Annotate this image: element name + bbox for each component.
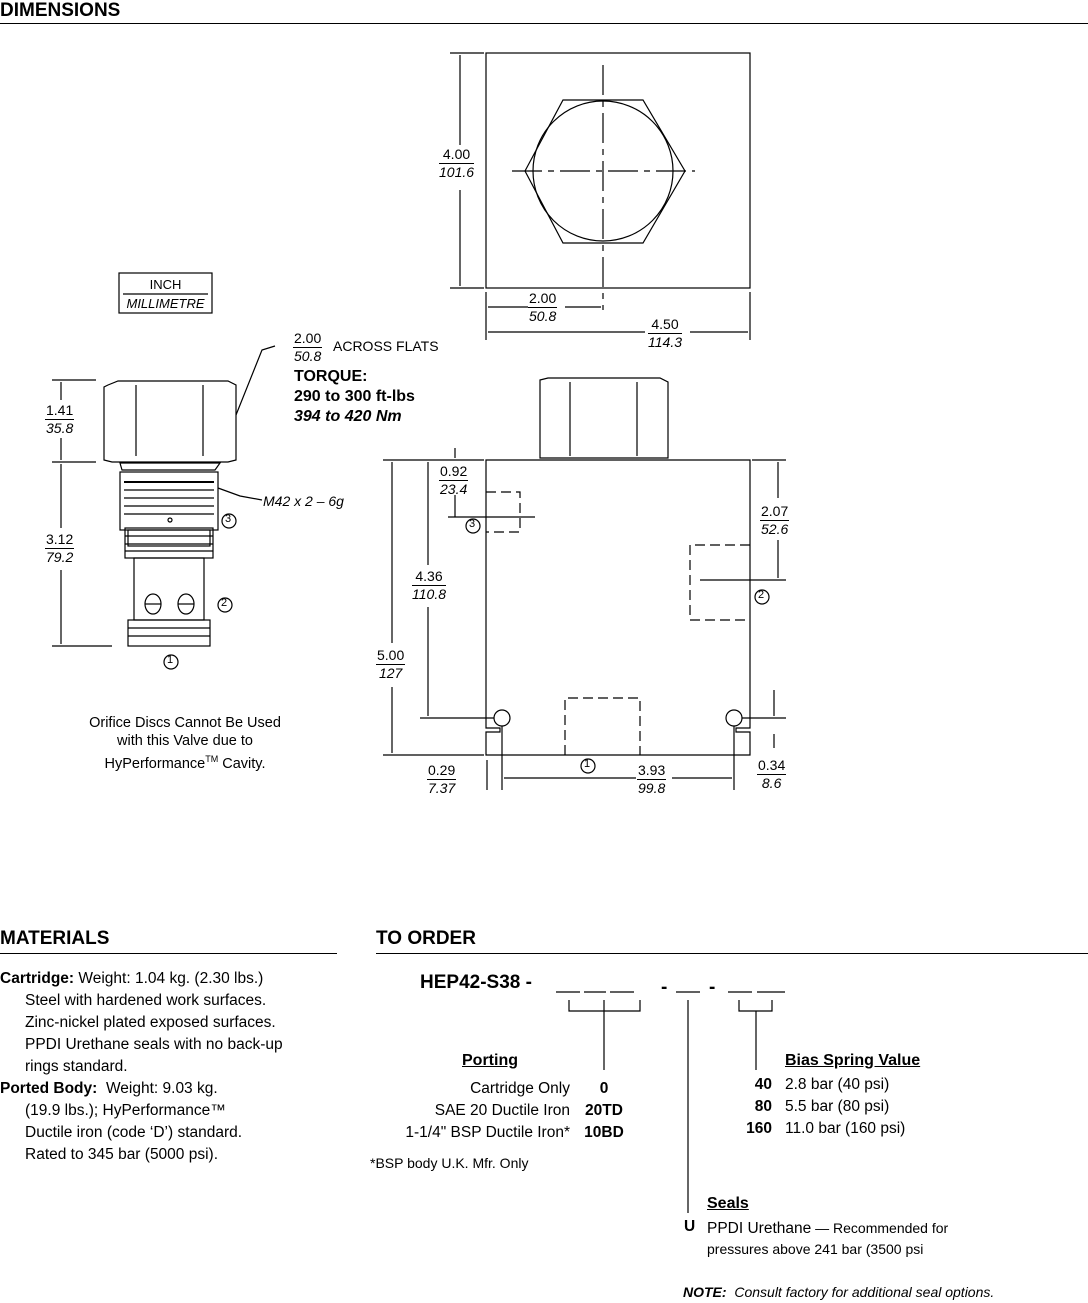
unit-inch: INCH: [149, 277, 182, 292]
porting-codes: 0 20TD 10BD: [584, 1080, 624, 1141]
materials-text: Cartridge: Weight: 1.04 kg. (2.30 lbs.) …: [0, 970, 283, 1163]
units-legend-box: [118, 272, 213, 314]
unit-mm: MILLIMETRE: [126, 296, 205, 311]
body-front-view: [383, 377, 786, 790]
seal-code: U: [684, 1218, 696, 1235]
units-legend: INCH MILLIMETRE: [119, 275, 212, 313]
across-flats-label: ACROSS FLATS: [333, 338, 439, 354]
svg-text:-: -: [661, 977, 667, 998]
bias-codes: 40 80 160: [746, 1076, 772, 1137]
bias-values: 2.8 bar (40 psi) 5.5 bar (80 psi) 11.0 b…: [785, 1076, 906, 1137]
seal-description: PPDI Urethane — Recommended for pressure…: [707, 1220, 949, 1257]
divider: [376, 953, 1088, 954]
to-order-title: TO ORDER: [376, 928, 476, 949]
port-1-label: 1: [167, 654, 174, 666]
materials-title: MATERIALS: [0, 928, 110, 949]
torque-spec: TORQUE: 290 to 300 ft-lbs 394 to 420 Nm: [294, 368, 415, 425]
porting-footnote: *BSP body U.K. Mfr. Only: [370, 1155, 529, 1171]
dimension-drawing: [52, 52, 786, 790]
thread-spec: M42 x 2 – 6g: [263, 493, 344, 509]
port-2-label: 2: [221, 597, 228, 609]
seal-note: NOTE: Consult factory for additional sea…: [683, 1284, 995, 1300]
porting-heading: Porting: [462, 1052, 518, 1069]
port-circles: [163, 513, 770, 774]
model-code: HEP42-S38 -: [420, 972, 532, 993]
dimensions-title: DIMENSIONS: [0, 0, 121, 21]
port-2-label: 2: [758, 589, 765, 601]
svg-text:-: -: [709, 977, 715, 998]
divider: [0, 953, 337, 954]
port-3-label: 3: [225, 513, 232, 525]
port-1-label: 1: [584, 758, 591, 770]
orifice-note: Orifice Discs Cannot Be Used with this V…: [89, 715, 281, 772]
cartridge-side-view: [52, 345, 276, 647]
seals-heading: Seals: [707, 1195, 749, 1212]
bias-spring-heading: Bias Spring Value: [785, 1052, 921, 1069]
port-3-label: 3: [469, 518, 476, 530]
top-view: [450, 52, 751, 340]
divider: [0, 23, 1088, 24]
porting-labels: Cartridge Only SAE 20 Ductile Iron 1-1/4…: [405, 1080, 570, 1141]
